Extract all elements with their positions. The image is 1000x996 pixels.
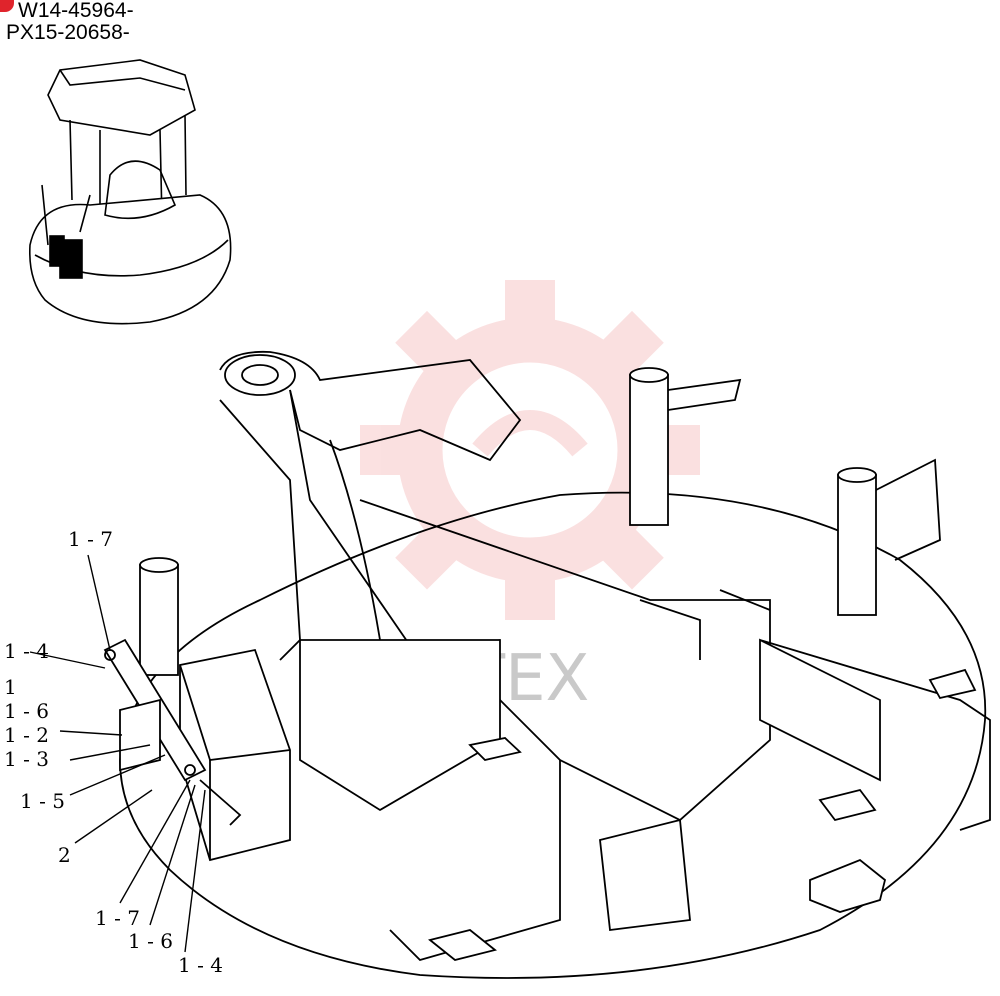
red-marker <box>0 0 14 12</box>
label-2: 2 <box>58 843 71 867</box>
excavator-thumbnail <box>28 59 232 325</box>
label-1-4-bot: 1 - 4 <box>178 953 223 977</box>
label-1: 1 <box>4 675 17 699</box>
callout-labels: 1 - 7 1 - 4 1 1 - 6 1 - 2 1 - 3 1 - 5 2 … <box>4 527 223 977</box>
label-1-6-bot: 1 - 6 <box>128 929 173 953</box>
label-1-2: 1 - 2 <box>4 723 49 747</box>
label-1-5: 1 - 5 <box>20 789 65 813</box>
label-1-7-top: 1 - 7 <box>68 527 113 551</box>
upper-frame-assembly <box>103 350 991 979</box>
label-1-4-top: 1 - 4 <box>4 639 49 663</box>
serial-range-from: W14-45964- <box>18 0 134 22</box>
label-1-6-left: 1 - 6 <box>4 699 49 723</box>
serial-range-to: PX15-20658- <box>6 21 130 44</box>
leader-lines <box>29 554 206 953</box>
label-1-3: 1 - 3 <box>4 747 49 771</box>
label-1-7-bot: 1 - 7 <box>95 906 140 930</box>
